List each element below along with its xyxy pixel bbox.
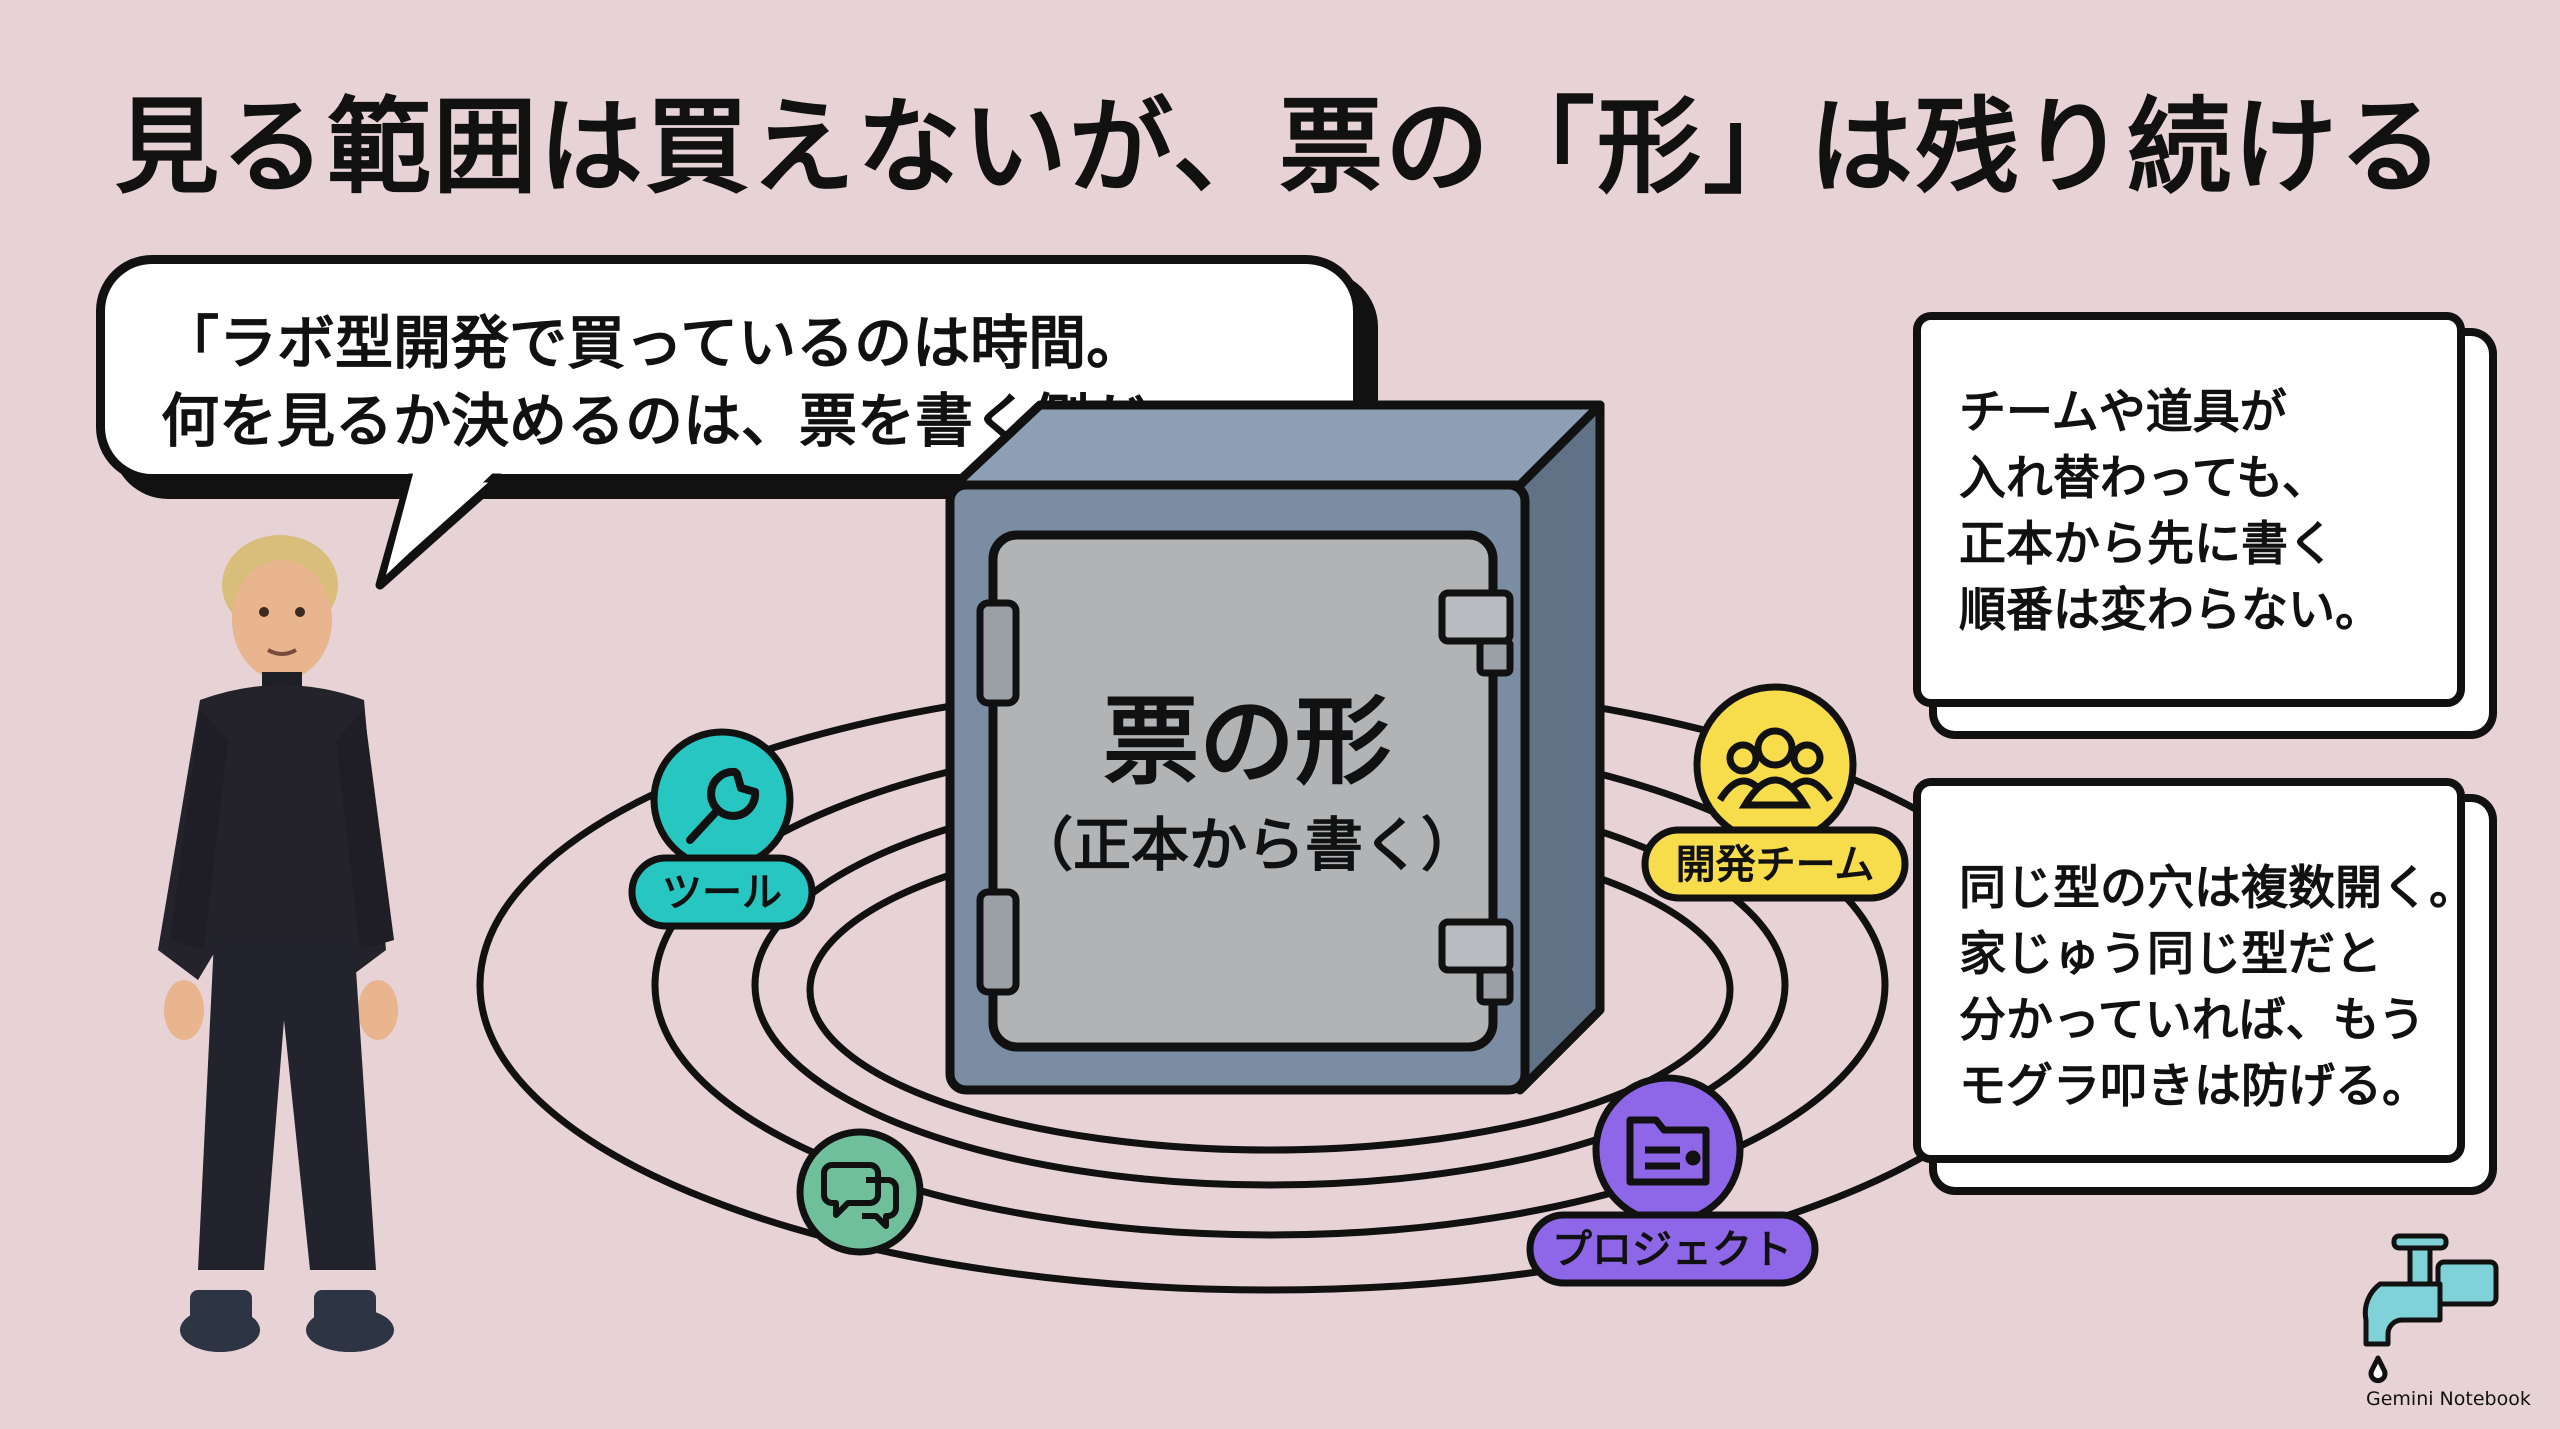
note-bottom-line-4: モグラ叩きは防げる。: [1959, 1059, 2429, 1114]
safe: 票の形 （正本から書く）: [945, 400, 1605, 1095]
note-top-line-2: 入れ替わっても、: [1959, 451, 2329, 506]
orbit-node-project: プロジェクト: [1526, 1074, 1819, 1287]
safe-title: 票の形: [1103, 686, 1391, 798]
page-title: 見る範囲は買えないが、票の「形」は残り続ける: [115, 86, 2445, 208]
orbit-node-tool: ツール: [628, 728, 816, 930]
presenter-figure: [158, 535, 398, 1352]
people-icon: [1717, 727, 1833, 809]
chat-bubbles-icon: [821, 1162, 899, 1229]
note-bottom-line-2: 家じゅう同じ型だと: [1959, 927, 2382, 982]
brand-watermark: Gemini Notebook: [2366, 1388, 2531, 1410]
folder-icon: [1626, 1116, 1710, 1186]
note-card-top-text: チームや道具が 入れ替わっても、 正本から先に書く 順番は変わらない。: [1959, 380, 2382, 644]
note-card-bottom: 同じ型の穴は複数開く。 家じゅう同じ型だと 分かっていれば、もう モグラ叩きは防…: [1913, 778, 2476, 1163]
note-bottom-line-1: 同じ型の穴は複数開く。: [1959, 861, 2476, 916]
note-card-top: チームや道具が 入れ替わっても、 正本から先に書く 順番は変わらない。: [1913, 312, 2465, 707]
orbit-label-tool: ツール: [662, 870, 782, 916]
speech-line-1: 「ラボ型開発で買っているのは時間。: [161, 309, 1145, 377]
safe-subtitle: （正本から書く）: [1015, 811, 1479, 879]
note-top-line-4: 順番は変わらない。: [1959, 583, 2382, 638]
note-top-line-1: チームや道具が: [1959, 385, 2287, 440]
orbit-label-team: 開発チーム: [1676, 842, 1875, 888]
orbit-label-project: プロジェクト: [1552, 1227, 1792, 1273]
note-card-bottom-text: 同じ型の穴は複数開く。 家じゅう同じ型だと 分かっていれば、もう モグラ叩きは防…: [1959, 856, 2476, 1120]
orbit-node-chat: [796, 1128, 924, 1256]
note-bottom-line-3: 分かっていれば、もう: [1959, 993, 2426, 1048]
wrench-icon: [686, 767, 760, 844]
note-top-line-3: 正本から先に書く: [1959, 517, 2335, 572]
orbit-node-team: 開発チーム: [1641, 683, 1909, 902]
faucet-icon: [2362, 1233, 2499, 1384]
